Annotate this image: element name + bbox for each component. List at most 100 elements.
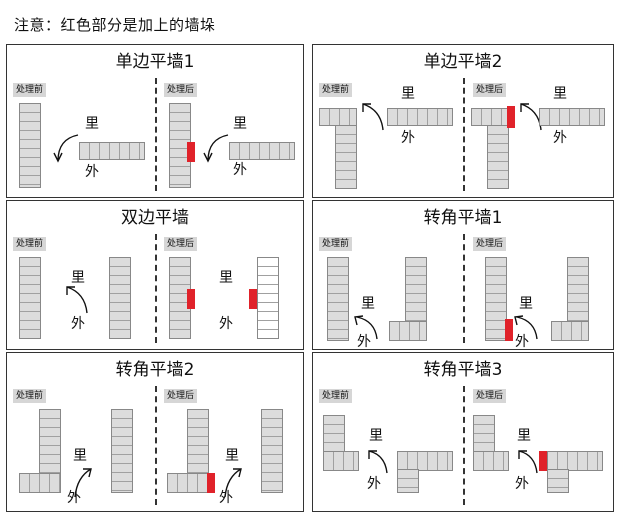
after-tag: 处理后 [164,237,198,251]
curved-arrow-icon [224,468,242,498]
inner-label: 里 [553,86,567,102]
outer-label: 外 [219,490,233,506]
wall-horizontal [167,473,209,493]
added-pier [187,289,195,309]
outer-label: 外 [515,476,529,492]
wall-vertical [327,257,349,341]
inner-label: 里 [519,296,533,312]
wall-vertical [397,469,419,493]
curved-arrow-icon [368,450,388,474]
wall-horizontal [547,451,603,471]
panel-title: 转角平墙2 [115,360,195,380]
wall-vertical [39,409,61,493]
outer-label: 外 [553,130,567,146]
added-pier [187,142,195,162]
wall-horizontal [471,108,509,126]
inner-label: 里 [369,428,383,444]
wall-vertical [335,125,357,189]
added-pier [249,289,257,309]
inner-label: 里 [71,270,85,286]
after-tag: 处理后 [473,237,507,251]
outer-label: 外 [401,130,415,146]
panel-double-side: 双边平墙 处理前 处理后 里 外 里 外 [6,200,304,350]
inner-label: 里 [361,296,375,312]
wall-horizontal [319,108,357,126]
wall-horizontal [539,108,605,126]
wall-vertical [19,103,41,188]
panel-title: 单边平墙1 [115,52,195,72]
before-tag: 处理前 [13,237,47,251]
before-tag: 处理前 [319,83,353,97]
wall-vertical [169,103,191,188]
panel-single-side-1: 单边平墙1 处理前 处理后 里 外 里 外 [6,44,304,198]
added-pier [507,106,515,128]
inner-label: 里 [225,448,239,464]
wall-vertical [487,125,509,189]
wall-vertical [19,257,41,339]
panel-title: 转角平墙1 [423,208,503,228]
wall-vertical [257,257,279,339]
divider [463,78,465,191]
before-tag: 处理前 [13,83,47,97]
after-tag: 处理后 [473,83,507,97]
added-pier [505,319,513,341]
curved-arrow-icon [520,103,542,131]
curved-arrow-icon [203,134,229,163]
divider [463,234,465,343]
curved-arrow-icon [362,103,384,131]
divider [155,386,157,505]
panel-title: 双边平墙 [121,208,189,228]
outer-label: 外 [367,476,381,492]
curved-arrow-icon [354,315,378,340]
curved-arrow-icon [74,468,92,498]
after-tag: 处理后 [164,389,198,403]
divider [463,386,465,505]
wall-horizontal [229,142,295,160]
before-tag: 处理前 [319,389,353,403]
wall-vertical [111,409,133,493]
wall-horizontal [79,142,145,160]
outer-label: 外 [357,334,371,350]
inner-label: 里 [517,428,531,444]
outer-label: 外 [67,490,81,506]
inner-label: 里 [73,448,87,464]
outer-label: 外 [233,162,247,178]
inner-label: 里 [219,270,233,286]
divider [155,234,157,343]
wall-vertical [109,257,131,339]
after-tag: 处理后 [164,83,198,97]
wall-horizontal [387,108,453,126]
panel-title: 单边平墙2 [423,52,503,72]
panel-corner-1: 转角平墙1 处理前 处理后 里 外 里 外 [312,200,614,350]
wall-horizontal [397,451,453,471]
curved-arrow-icon [514,315,538,340]
after-tag: 处理后 [473,389,507,403]
outer-label: 外 [85,164,99,180]
added-pier [207,473,215,493]
before-tag: 处理前 [319,237,353,251]
curved-arrow-icon [518,450,538,474]
wall-horizontal [473,451,509,471]
wall-horizontal [19,473,61,493]
wall-horizontal [389,321,427,341]
before-tag: 处理前 [13,389,47,403]
wall-horizontal [323,451,359,471]
outer-label: 外 [71,316,85,332]
wall-vertical [485,257,507,341]
panel-single-side-2: 单边平墙2 处理前 处理后 里 外 里 外 [312,44,614,198]
curved-arrow-icon [53,134,79,163]
inner-label: 里 [233,116,247,132]
outer-label: 外 [515,334,529,350]
note-text: 注意：红色部分是加上的墙垛 [14,16,216,34]
added-pier [539,451,547,471]
wall-vertical [261,409,283,493]
wall-vertical [187,409,209,493]
wall-vertical [169,257,191,339]
inner-label: 里 [85,116,99,132]
curved-arrow-icon [66,286,88,314]
panel-corner-3: 转角平墙3 处理前 处理后 里 外 里 外 [312,352,614,512]
divider [155,78,157,191]
panel-title: 转角平墙3 [423,360,503,380]
wall-horizontal [551,321,589,341]
wall-vertical [547,469,569,493]
